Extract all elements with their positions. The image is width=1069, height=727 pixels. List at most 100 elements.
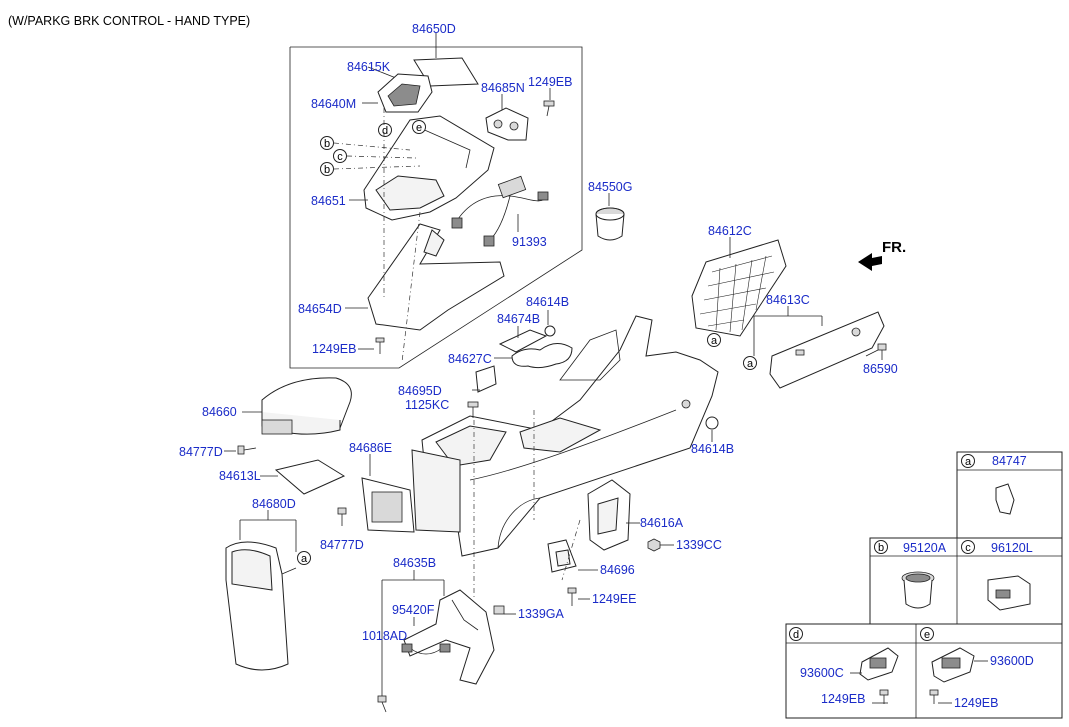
console-cover-84651 [363, 115, 495, 221]
label-84696: 84696 [600, 563, 635, 577]
label-84660: 84660 [202, 405, 237, 419]
label-84680D: 84680D [252, 497, 296, 511]
label-84616A: 84616A [640, 516, 684, 530]
label-1249EB-e: 1249EB [954, 696, 998, 710]
legend-callout-c: c [961, 540, 975, 554]
label-91393: 91393 [512, 235, 547, 249]
label-84651: 84651 [311, 194, 346, 208]
switch-84685N [485, 107, 529, 141]
callout-e: e [412, 120, 426, 134]
label-1339GA: 1339GA [518, 607, 565, 621]
label-84614B-right: 84614B [691, 442, 734, 456]
callout-a-2: a [743, 356, 757, 370]
legend-box-de [785, 623, 1063, 719]
nut-1339CC [647, 538, 661, 552]
label-84615K: 84615K [347, 60, 391, 74]
screw-1249EB-top [543, 100, 555, 117]
shift-bezel-84640M [377, 73, 433, 113]
svg-text:a: a [711, 335, 718, 347]
label-93600C: 93600C [800, 666, 844, 680]
bracket-84635B [403, 589, 505, 685]
label-84686E: 84686E [349, 441, 392, 455]
mat-84627C [511, 343, 573, 369]
svg-text:a: a [965, 456, 972, 468]
label-84614B-top: 84614B [526, 295, 569, 309]
label-84627C: 84627C [448, 352, 492, 366]
label-1018AD: 1018AD [362, 629, 407, 643]
rear-cover-84680D [225, 541, 297, 671]
legend-callout-e: e [920, 627, 934, 641]
label-1339CC: 1339CC [676, 538, 722, 552]
bolt-1249EE [567, 587, 577, 606]
svg-text:d: d [382, 125, 388, 137]
label-84613C: 84613C [766, 293, 810, 307]
armrest-84660 [261, 377, 352, 435]
label-1249EB-left: 1249EB [312, 342, 356, 356]
svg-text:c: c [965, 542, 971, 554]
side-grille-84612C [691, 239, 787, 337]
svg-text:a: a [747, 358, 754, 370]
label-1249EB-top: 1249EB [528, 75, 572, 89]
label-84550G: 84550G [588, 180, 632, 194]
main-console-body [421, 315, 719, 557]
sensor-95420F [401, 643, 451, 655]
label-1249EB-d: 1249EB [821, 692, 865, 706]
legend-callout-d: d [789, 627, 803, 641]
front-label: FR. [882, 239, 906, 256]
label-84613L: 84613L [219, 469, 261, 483]
label-84685N: 84685N [481, 81, 525, 95]
svg-text:d: d [793, 629, 799, 641]
lower-panel-84654D [367, 223, 505, 331]
callout-a-1: a [707, 333, 721, 347]
screw-1249EB-d [879, 689, 889, 704]
callout-b-1: b [320, 136, 334, 150]
socket-95120A [901, 571, 935, 609]
svg-text:c: c [337, 151, 343, 163]
label-84695D: 84695D [398, 384, 442, 398]
bracket-84696 [547, 539, 577, 573]
callout-a-3: a [297, 551, 311, 565]
screw-84777D-mid [337, 507, 347, 526]
legend-callout-b: b [874, 540, 888, 554]
side-cover-84613C [769, 311, 885, 389]
label-95120A: 95120A [903, 541, 947, 555]
bracket-84686E [361, 449, 461, 533]
label-95420F: 95420F [392, 603, 435, 617]
bolt-1125KC [467, 401, 479, 418]
label-84612C: 84612C [708, 224, 752, 238]
svg-text:e: e [416, 122, 422, 134]
clip-84614B-top [544, 325, 556, 337]
svg-text:b: b [324, 164, 330, 176]
label-84777D-left: 84777D [179, 445, 223, 459]
callout-d: d [378, 123, 392, 137]
label-93600D: 93600D [990, 654, 1034, 668]
front-direction-arrow: FR. [858, 239, 906, 271]
diagram-title: (W/PARKG BRK CONTROL - HAND TYPE) [8, 14, 250, 28]
label-84650D: 84650D [412, 22, 456, 36]
usb-96120L [987, 575, 1031, 611]
upper-group-frame [289, 46, 583, 369]
label-1249EE: 1249EE [592, 592, 636, 606]
screw-84777D-left [237, 445, 257, 455]
legend-callout-a: a [961, 454, 975, 468]
label-84635B: 84635B [393, 556, 436, 570]
mat-84674B [498, 329, 548, 353]
screw-1249EB-left [375, 337, 385, 354]
label-96120L: 96120L [991, 541, 1033, 555]
label-84654D: 84654D [298, 302, 342, 316]
label-84640M: 84640M [311, 97, 356, 111]
label-84747: 84747 [992, 454, 1027, 468]
wiring-harness-91393 [451, 175, 549, 247]
screw-1249EB-e [929, 689, 939, 704]
bracket-84695D [475, 365, 497, 393]
pad-84613L [274, 459, 346, 495]
label-84777D-mid: 84777D [320, 538, 364, 552]
switch-93600D [931, 647, 975, 683]
svg-text:a: a [301, 553, 308, 565]
label-84674B: 84674B [497, 312, 540, 326]
svg-text:b: b [878, 542, 884, 554]
clip-86590 [877, 343, 887, 360]
screw-1018AD [377, 695, 387, 713]
clip-84747 [995, 483, 1015, 515]
